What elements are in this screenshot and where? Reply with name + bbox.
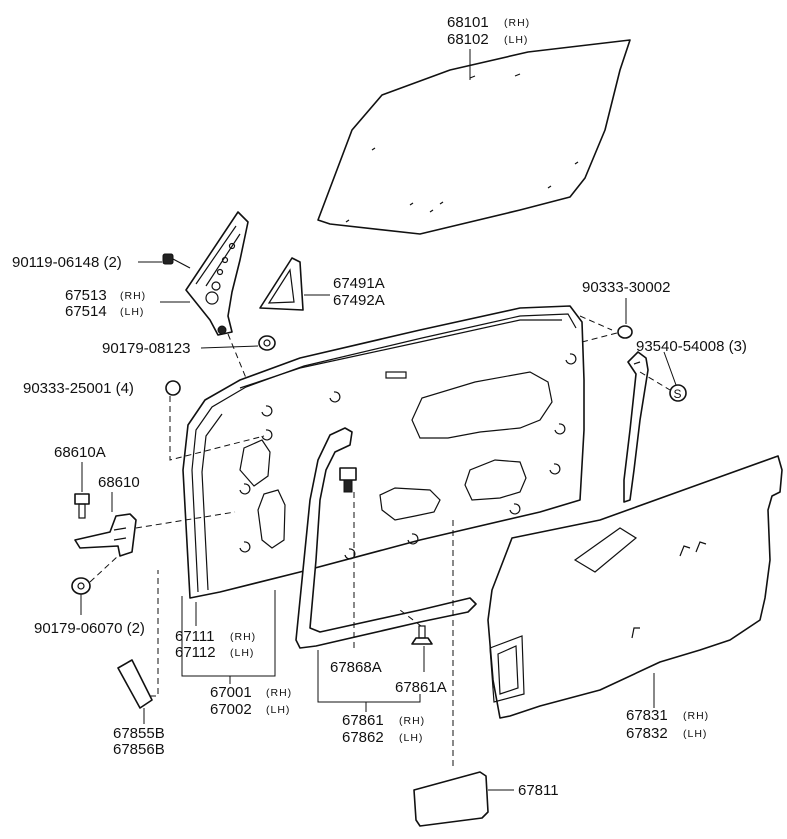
bolt-68610a-icon [74, 493, 90, 519]
svg-text:(RH): (RH) [683, 710, 709, 722]
svg-text:(LH): (LH) [683, 728, 707, 740]
door-trim-board-part [487, 455, 783, 719]
svg-text:67491A: 67491A [333, 275, 385, 292]
svg-text:67831: 67831 [626, 707, 668, 724]
svg-text:67513: 67513 [65, 287, 107, 304]
callout-door-check: 68610 [98, 474, 140, 491]
svg-text:67514: 67514 [65, 303, 107, 320]
svg-text:(RH): (RH) [266, 687, 292, 699]
plug-90333-30002-icon [581, 325, 633, 343]
svg-text:67861: 67861 [342, 712, 384, 729]
callout-plug-30002: 90333-30002 [582, 279, 670, 296]
svg-text:67492A: 67492A [333, 292, 385, 309]
inner-door-panel-part [182, 305, 585, 599]
svg-text:67855B: 67855B [113, 725, 165, 742]
svg-text:S: S [674, 387, 682, 401]
svg-text:(LH): (LH) [504, 34, 528, 46]
regulator-channel-part [623, 351, 649, 503]
svg-text:68101: 68101 [447, 14, 489, 31]
callout-trim-board: 67831 (RH) 67832 (LH) [626, 707, 709, 742]
svg-text:(LH): (LH) [230, 647, 254, 659]
svg-text:(RH): (RH) [120, 290, 146, 302]
svg-text:68102: 68102 [447, 31, 489, 48]
svg-text:67856B: 67856B [113, 741, 165, 758]
door-seal-part [295, 427, 477, 649]
svg-text:67862: 67862 [342, 729, 384, 746]
callout-clip-67861a: 67861A [395, 679, 447, 696]
callout-inner-panel: 67001 (RH) 67002 (LH) [210, 684, 292, 718]
callout-bolt-68610a: 68610A [54, 444, 106, 461]
callout-corner-cover: 67491A 67492A [333, 275, 385, 309]
svg-text:67001: 67001 [210, 684, 252, 701]
callout-nut-06070: 90179-06070 (2) [34, 620, 145, 637]
svg-text:(LH): (LH) [266, 704, 290, 716]
svg-text:(LH): (LH) [399, 732, 423, 744]
callout-pad: 67855B 67856B [113, 725, 165, 758]
pad-67855b-part [117, 570, 159, 709]
callout-screw-90119: 90119-06148 (2) [12, 254, 122, 271]
nut-90179-06070-icon [71, 555, 119, 595]
service-cover-part [413, 771, 489, 827]
svg-text:67002: 67002 [210, 701, 252, 718]
door-glass-part [317, 39, 631, 235]
callout-weatherstrip-67111: 67111 (RH) 67112 (LH) [175, 628, 256, 661]
screw-90119-icon [162, 253, 191, 269]
svg-text:67111: 67111 [175, 628, 215, 645]
callout-glass: 68101 (RH) 68102 (LH) [447, 14, 530, 48]
callout-service-cover: 67811 [518, 782, 559, 799]
svg-text:(LH): (LH) [120, 306, 144, 318]
callout-plug-25001: 90333-25001 (4) [23, 380, 134, 397]
callout-door-seal: 67861 (RH) 67862 (LH) [342, 712, 425, 746]
corner-cover-part [259, 257, 304, 311]
svg-text:(RH): (RH) [504, 17, 530, 29]
svg-text:67832: 67832 [626, 725, 668, 742]
clip-67868a-icon [339, 467, 357, 650]
svg-text:(RH): (RH) [399, 715, 425, 727]
plug-90333-25001-icon [165, 380, 265, 461]
callout-clip-67868a: 67868A [330, 659, 382, 676]
callout-frame: 67513 (RH) 67514 (LH) [65, 287, 146, 320]
door-check-part [74, 511, 236, 557]
callout-clip-93540: 93540-54008 (3) [636, 338, 747, 355]
svg-text:67112: 67112 [175, 644, 216, 661]
clip-67861a-icon [399, 609, 433, 645]
svg-text:(RH): (RH) [230, 631, 256, 643]
nut-90179-08123-icon [217, 325, 276, 351]
front-frame-part [185, 211, 249, 336]
clip-93540-icon: S [639, 371, 687, 402]
callout-nut-08123: 90179-08123 [102, 340, 190, 357]
